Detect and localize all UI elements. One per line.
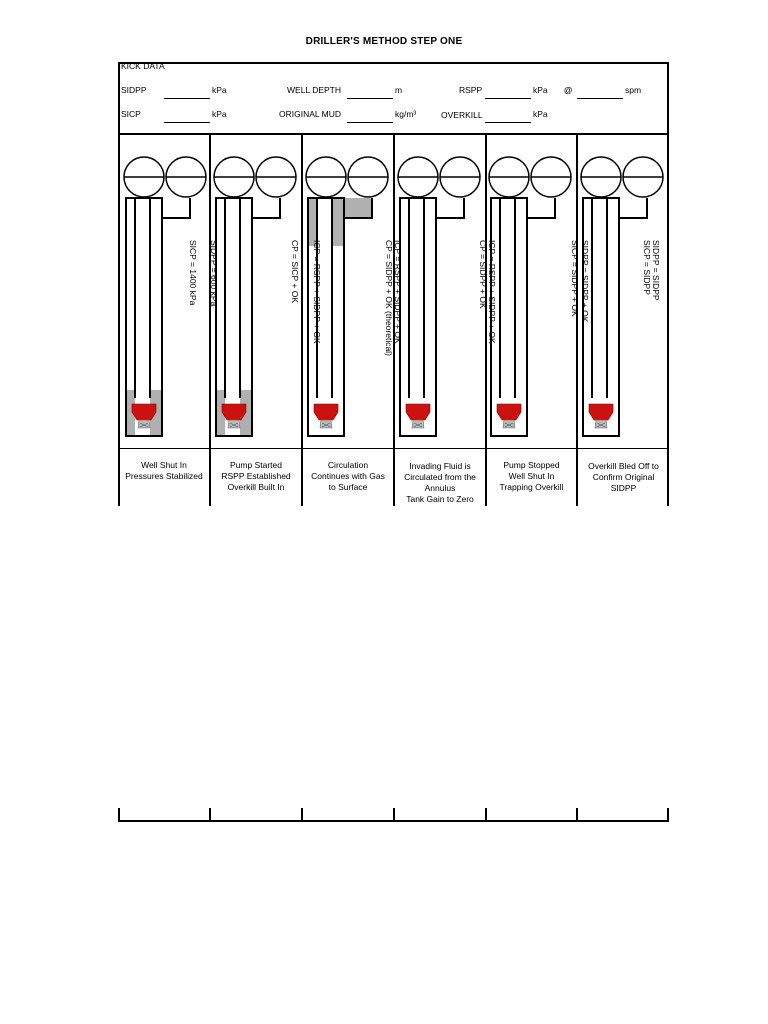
sicp-unit: kPa: [212, 109, 227, 119]
pressure-label: CP = SIDPP + OK: [478, 240, 488, 309]
caption-6: Overkill Bled Off to Confirm Original SI…: [588, 461, 659, 493]
rspp-rate-unit: spm: [625, 85, 642, 95]
well-depth-field[interactable]: [347, 88, 393, 99]
well-5: [488, 156, 572, 437]
rspp-at: @: [564, 85, 573, 95]
caption-5: Pump Stopped Well Shut In Trapping Overk…: [499, 460, 564, 492]
well-2: [213, 156, 297, 437]
column-divider: [301, 134, 303, 506]
rspp-rate-field[interactable]: [577, 88, 623, 99]
well-3: [305, 156, 389, 437]
sicp-label: SICP: [121, 109, 141, 119]
well-4: [397, 156, 481, 437]
kick-data-header: KICK DATA: [121, 61, 165, 71]
rspp-field[interactable]: [485, 88, 531, 99]
column-divider: [576, 134, 578, 506]
pressure-label: SIDPP = 600 kPa: [209, 240, 219, 307]
well-6: [580, 156, 664, 437]
column-tick: [576, 808, 578, 822]
column-divider: [209, 134, 211, 506]
caption-1: Well Shut In Pressures Stabilized: [125, 460, 203, 481]
pressure-label: SICP = 1400 kPa: [188, 240, 198, 306]
column-tick: [209, 808, 211, 822]
column-tick: [667, 808, 669, 822]
sidpp-field[interactable]: [164, 88, 210, 99]
well-1: [123, 156, 207, 437]
caption-2: Pump Started RSPP Established Overkill B…: [221, 460, 291, 492]
pressure-label: ICP = RSPP + SIDPP + OK: [312, 240, 322, 344]
overkill-unit: kPa: [533, 109, 548, 119]
column-tick: [485, 808, 487, 822]
column-tick: [118, 808, 120, 822]
well-depth-unit: m: [395, 85, 403, 95]
pressure-label: SICP = SIDPP: [642, 240, 652, 295]
caption-divider: [118, 448, 669, 449]
pressure-label: CP = SICP + OK: [290, 240, 300, 303]
pressure-label: CP = SIDPP + OK (theoretical): [384, 240, 394, 356]
sicp-field[interactable]: [164, 112, 210, 123]
page-title: DRILLER'S METHOD STEP ONE: [305, 36, 463, 47]
well-depth-label: WELL DEPTH: [287, 85, 342, 95]
pressure-label: ICP = RSPP + SIDPP + OK: [393, 240, 403, 344]
column-tick: [393, 808, 395, 822]
diagram-frame: [118, 134, 669, 506]
rspp-label: RSPP: [459, 85, 483, 95]
pressure-label: SIDPP = SIDPP + OK: [580, 240, 590, 323]
original-mud-unit: kg/m³: [395, 109, 417, 119]
rspp-unit: kPa: [533, 85, 548, 95]
column-divider: [485, 134, 487, 506]
pressure-label: ICP = RSPP + SIDPP + OK: [487, 240, 497, 344]
original-mud-label: ORIGINAL MUD: [279, 109, 342, 119]
pressure-label: SICP = SIDPP + OK: [570, 240, 580, 317]
overkill-label: OVERKILL: [441, 110, 483, 120]
caption-4: Invading Fluid is Circulated from the An…: [404, 461, 476, 504]
pressure-label: SIDPP = SIDPP: [651, 240, 661, 301]
overkill-field[interactable]: [485, 112, 531, 123]
original-mud-field[interactable]: [347, 112, 393, 123]
caption-3: Circulation Continues with Gas to Surfac…: [311, 460, 385, 492]
sidpp-label: SIDPP: [121, 85, 147, 95]
column-divider: [393, 134, 395, 506]
sidpp-unit: kPa: [212, 85, 227, 95]
column-tick: [301, 808, 303, 822]
